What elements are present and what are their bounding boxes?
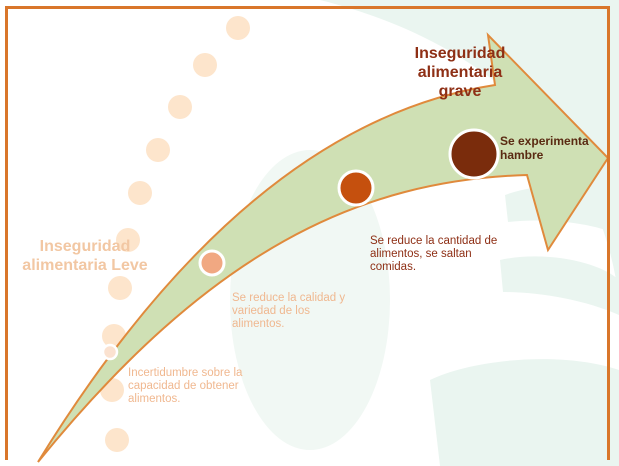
severe-insecurity-title: Inseguridad alimentaria grave (414, 45, 506, 101)
dotted-arc (100, 16, 250, 452)
arc-dot (226, 16, 250, 40)
arc-dot (105, 428, 129, 452)
arc-dot (108, 276, 132, 300)
stage-label-uncertainty: Incertidumbre sobre la capacidad de obte… (128, 367, 243, 405)
stage-marker-hunger (448, 128, 500, 180)
stage-marker-quality (198, 249, 226, 277)
stage-label-quantity: Se reduce la cantidad de alimentos, se s… (370, 235, 498, 273)
arc-dot (128, 181, 152, 205)
mild-insecurity-title: Inseguridad alimentaria Leve (22, 238, 148, 275)
stage-marker-quantity (337, 169, 375, 207)
arc-dot (116, 228, 140, 252)
arc-dot (168, 95, 192, 119)
arc-dot (146, 138, 170, 162)
arc-dot (193, 53, 217, 77)
stage-label-quality: Se reduce la calidad y variedad de los a… (232, 292, 346, 330)
stage-marker-uncertainty (101, 343, 119, 361)
stage-label-hunger: Se experimenta hambre (500, 134, 589, 162)
